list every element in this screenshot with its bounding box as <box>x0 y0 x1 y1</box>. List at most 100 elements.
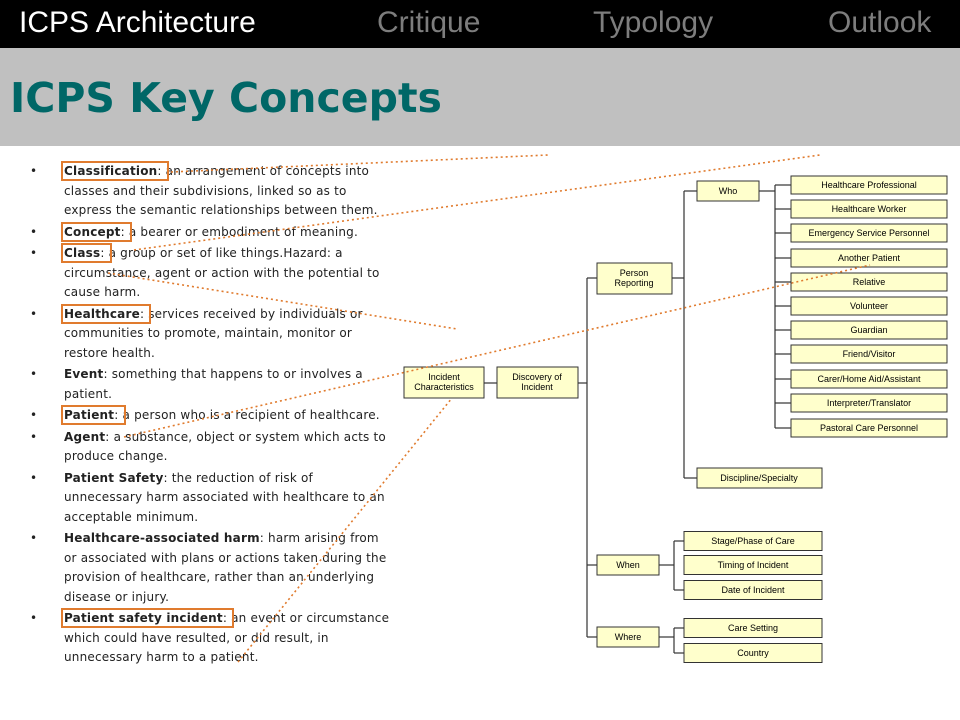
concept-item: Patient: a person who is a recipient of … <box>28 405 394 426</box>
node-where-item: Country <box>683 643 823 663</box>
node-who-item: Interpreter/Translator <box>790 393 948 413</box>
concept-separator: : <box>259 531 269 545</box>
callout-connectors <box>107 154 871 663</box>
concept-term-wrap: Agent: <box>64 430 114 444</box>
concept-term: Patient safety incident <box>64 611 223 625</box>
node-where: Where <box>596 626 660 648</box>
concept-separator: : <box>139 306 149 321</box>
callout-line-patient <box>123 264 871 438</box>
node-who-item-label: Volunteer <box>850 301 888 311</box>
concept-term: Agent <box>64 429 106 444</box>
concept-separator: : <box>120 224 129 239</box>
node-where-item: Care Setting <box>683 618 823 638</box>
concept-definition: a person who is a recipient of healthcar… <box>122 408 380 422</box>
concept-separator: : <box>157 164 166 178</box>
concept-term-wrap: Concept: <box>61 221 132 242</box>
concept-term: Concept <box>64 224 121 239</box>
concept-separator: : <box>103 367 112 381</box>
callout-line-concept <box>133 154 821 251</box>
node-who-item-label: Another Patient <box>838 253 901 263</box>
node-who-item: Healthcare Professional <box>790 175 948 195</box>
node-who-item: Carer/Home Aid/Assistant <box>790 369 948 389</box>
concept-term-wrap: Healthcare: <box>60 303 152 324</box>
callout-line-incident <box>237 397 453 663</box>
concept-definition: a substance, object or system which acts… <box>64 429 386 464</box>
concept-term-wrap: Patient Safety: <box>64 471 172 485</box>
node-when-item: Timing of Incident <box>683 555 823 575</box>
concept-term-wrap: Patient: <box>61 405 126 425</box>
concept-list: Classification: an arrangement of concep… <box>28 161 394 670</box>
node-who-item: Volunteer <box>790 296 948 316</box>
concept-definition: the reduction of risk of unnecessary har… <box>64 470 385 524</box>
top-navigation: ICPS Architecture Critique Typology Outl… <box>0 0 960 48</box>
concept-term: Event <box>64 367 104 381</box>
concept-separator: : <box>222 611 232 625</box>
node-who-item-label: Healthcare Worker <box>832 204 907 214</box>
concept-definition: harm arising from or associated with pla… <box>64 531 387 604</box>
concept-term-wrap: Patient safety incident: <box>60 608 235 628</box>
callout-line-class <box>107 272 458 330</box>
nav-item-typology[interactable]: Typology <box>593 6 714 39</box>
node-who-item-label: Relative <box>853 277 886 287</box>
concept-term: Class <box>64 246 101 260</box>
node-who-item: Relative <box>790 272 948 292</box>
concept-definition: something that happens to or involves a … <box>64 367 363 401</box>
concept-definition: services received by individuals or comm… <box>64 306 363 360</box>
node-who-item: Friend/Visitor <box>790 344 948 364</box>
concept-separator: : <box>114 408 123 422</box>
node-who-item-label: Carer/Home Aid/Assistant <box>817 374 921 384</box>
nav-item-outlook[interactable]: Outlook <box>828 6 932 39</box>
node-who-item-label: Emergency Service Personnel <box>808 228 929 238</box>
node-when-item: Stage/Phase of Care <box>683 531 823 551</box>
nav-item-icps-architecture[interactable]: ICPS Architecture <box>19 6 256 39</box>
concept-definition: a bearer or embodiment of meaning. <box>128 224 359 239</box>
node-when-label: When <box>616 560 640 570</box>
concept-term-wrap: Healthcare-associated harm: <box>64 531 268 545</box>
node-discipline-specialty-label: Discipline/Specialty <box>720 473 798 483</box>
header-band: ICPS Key Concepts <box>0 48 960 146</box>
node-who-item-label: Guardian <box>850 325 887 335</box>
node-when-item: Date of Incident <box>683 580 823 600</box>
concept-item: Event: something that happens to or invo… <box>28 365 394 404</box>
concept-item: Class: a group or set of like things.Haz… <box>28 243 394 303</box>
node-when-item-label: Timing of Incident <box>718 560 789 570</box>
page-title: ICPS Key Concepts <box>10 74 442 122</box>
node-where-item-label: Care Setting <box>728 623 778 633</box>
concept-term-wrap: Classification: <box>61 161 169 181</box>
nav-item-critique[interactable]: Critique <box>377 6 481 39</box>
callout-line-classification <box>170 154 549 173</box>
node-where-item-label: Country <box>737 648 769 658</box>
node-who-item-label: Pastoral Care Personnel <box>820 423 918 433</box>
concept-term: Patient <box>64 408 115 422</box>
node-who-item: Emergency Service Personnel <box>790 223 948 243</box>
concept-term: Classification <box>64 164 158 178</box>
diagram-connectors <box>484 184 791 654</box>
concept-term-wrap: Class: <box>61 243 112 263</box>
node-when: When <box>596 554 660 576</box>
concept-item: Patient Safety: the reduction of risk of… <box>28 469 394 528</box>
node-who: Who <box>696 180 760 202</box>
concept-term: Healthcare <box>64 306 140 321</box>
concept-item: Agent: a substance, object or system whi… <box>28 428 394 467</box>
concept-item: Healthcare-associated harm: harm arising… <box>28 529 394 607</box>
node-who-item-label: Interpreter/Translator <box>827 398 911 408</box>
concept-definition: a group or set of like things.Hazard: a … <box>64 246 380 299</box>
node-who-label: Who <box>719 186 738 196</box>
node-who-item: Another Patient <box>790 248 948 268</box>
concept-separator: : <box>163 470 172 485</box>
node-who-item: Healthcare Worker <box>790 199 948 219</box>
node-who-item: Guardian <box>790 320 948 340</box>
concept-separator: : <box>105 429 114 444</box>
concept-separator: : <box>100 246 109 260</box>
node-who-item-label: Friend/Visitor <box>843 349 896 359</box>
concept-term-wrap: Event: <box>64 367 112 381</box>
concept-item: Healthcare: services received by individ… <box>28 303 394 364</box>
